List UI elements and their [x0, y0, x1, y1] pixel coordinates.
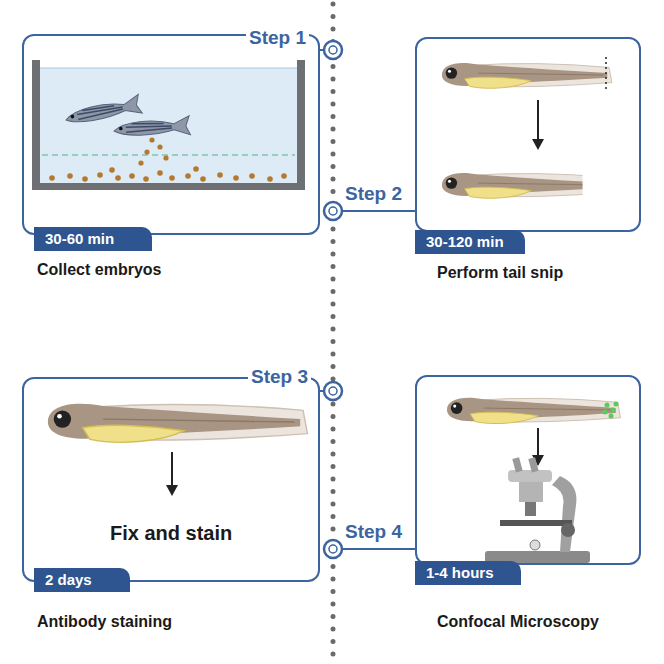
step-label: Step 1 [246, 27, 309, 49]
step-panel: Confocal Microscopy1-4 hours [415, 375, 641, 565]
duration-badge: 1-4 hours [415, 561, 521, 585]
step-panel: Perform tail snip30-120 min [415, 37, 641, 232]
step-caption: Perform tail snip [437, 263, 563, 283]
duration-badge: 30-60 min [34, 227, 152, 251]
panel-text: Fix and stain [110, 521, 232, 545]
step-panel: Fix and stainAntibody staining2 days [22, 377, 320, 582]
step-label: Step 3 [248, 366, 311, 388]
step-label: Step 2 [342, 183, 405, 205]
duration-text: 30-120 min [426, 233, 504, 251]
duration-text: 1-4 hours [426, 564, 494, 582]
step-caption: Confocal Microscopy [437, 612, 599, 632]
step-label: Step 4 [342, 521, 405, 543]
step-caption: Antibody staining [37, 612, 172, 632]
duration-text: 2 days [45, 571, 92, 589]
duration-text: 30-60 min [45, 230, 114, 248]
duration-badge: 30-120 min [415, 230, 525, 254]
duration-badge: 2 days [34, 568, 130, 592]
step-panel: Collect embryos30-60 min [22, 34, 320, 235]
step-caption: Collect embryos [37, 260, 161, 280]
